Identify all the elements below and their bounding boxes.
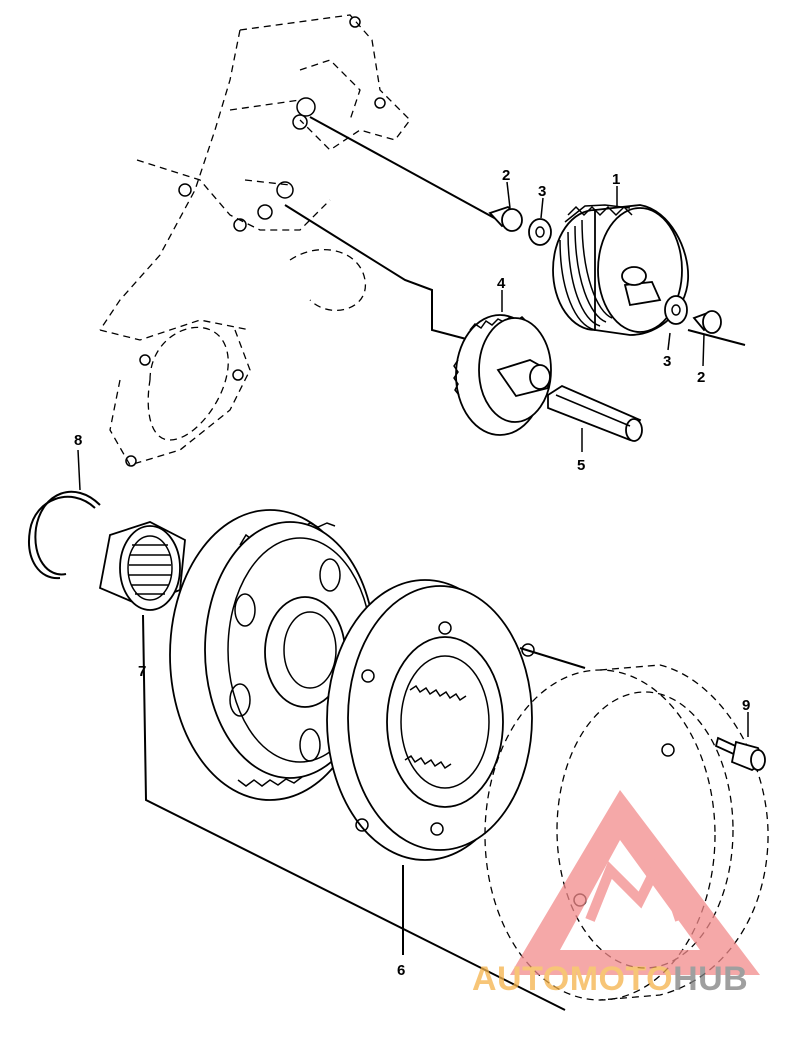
callout-7: 7 <box>138 663 146 680</box>
circlip-part-8 <box>28 490 101 580</box>
watermark-brand-part2: HUB <box>673 960 748 998</box>
svg-text:AUTOMOTOHUB: AUTOMOTOHUB <box>472 960 748 998</box>
callout-9: 9 <box>742 697 750 714</box>
callout-3: 3 <box>538 183 546 200</box>
bolt-part-9 <box>714 736 766 772</box>
washer-part-3-left <box>528 218 552 246</box>
bush-part-2-right <box>692 310 722 334</box>
leader-lines <box>77 116 749 1011</box>
callout-4: 4 <box>497 275 506 292</box>
callout-1: 1 <box>612 171 620 188</box>
shaft-part-5 <box>547 384 643 442</box>
watermark-logo-triangle <box>510 790 760 975</box>
bush-part-2-left <box>488 205 523 232</box>
callout-6: 6 <box>397 962 405 979</box>
starter-clutch-part-6 <box>326 579 535 861</box>
automotohub-watermark: AUTOMOTOHUB <box>472 790 760 998</box>
idler-gear-part-4 <box>453 314 552 436</box>
callout-2: 2 <box>502 167 510 184</box>
engine-housing-outline <box>99 14 411 467</box>
needle-bearing-part-7 <box>98 521 186 611</box>
callout-labels: 1 2 3 4 3 2 5 8 7 9 6 <box>74 167 750 979</box>
callout-2b: 2 <box>697 369 705 386</box>
callout-3b: 3 <box>663 353 671 370</box>
callout-8: 8 <box>74 432 82 449</box>
washer-part-3-right <box>664 295 688 325</box>
clutch-drum-part-1 <box>552 204 689 336</box>
callout-5: 5 <box>577 457 585 474</box>
watermark-brand-part1: AUTOMOTO <box>472 960 673 998</box>
